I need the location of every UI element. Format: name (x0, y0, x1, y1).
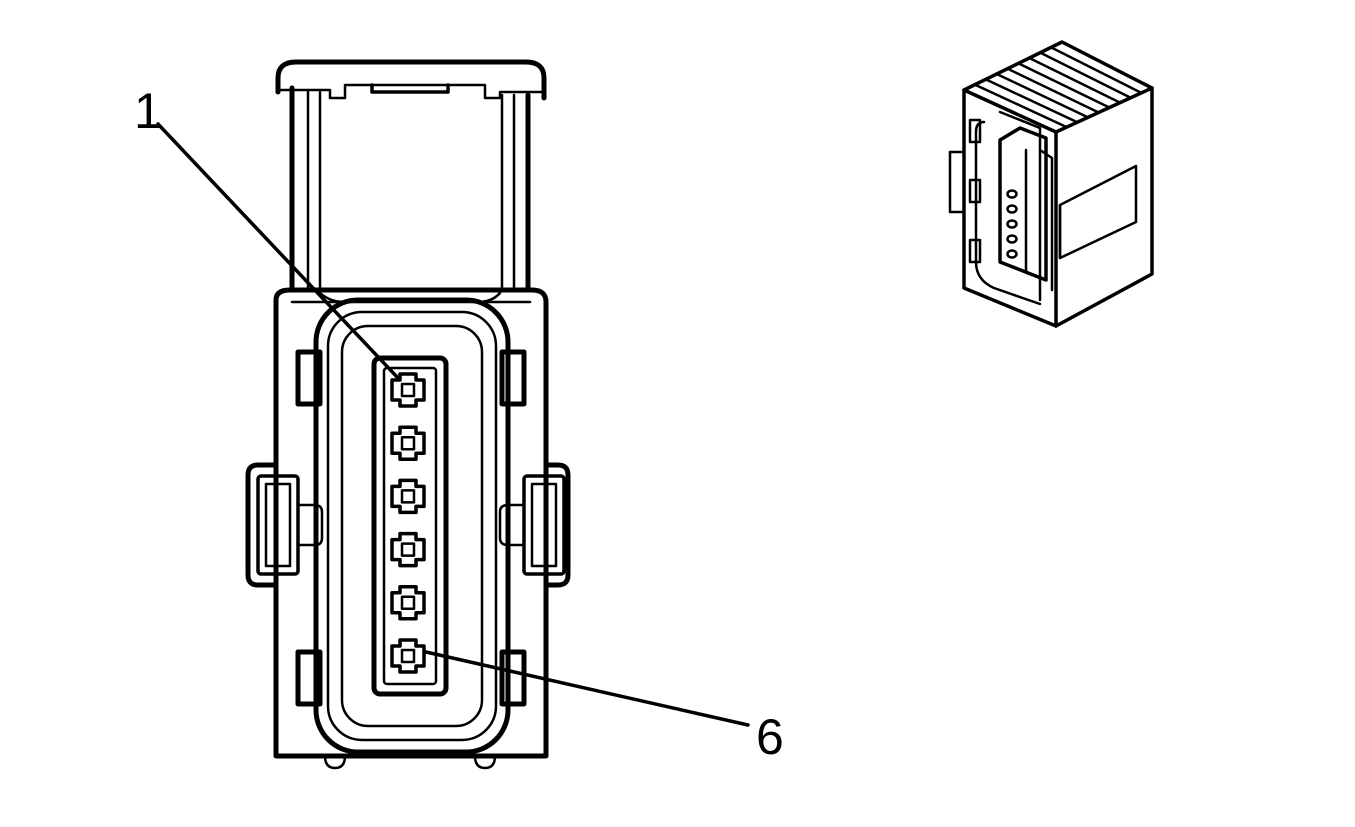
isometric-pin-hole-1 (1006, 189, 1018, 199)
side-slots (295, 349, 527, 707)
terminal-cavity-6 (390, 638, 426, 674)
terminal-cavity-inner-1 (400, 382, 416, 398)
top-rib-8 (1049, 46, 1143, 95)
connector-face-view: 1 6 (134, 59, 784, 770)
terminal-cavity-inner-4 (400, 542, 416, 557)
terminal-cavity-inner-2 (400, 435, 416, 451)
callout-label-pin-1: 1 (134, 83, 162, 139)
isometric-pin-hole-2 (1006, 204, 1018, 214)
terminal-cavity-inner-5 (400, 595, 416, 611)
isometric-pin-hole-3 (1006, 219, 1018, 229)
top-rib-7 (1038, 51, 1132, 100)
top-rib-1 (973, 83, 1068, 129)
terminal-cavity-3 (390, 478, 426, 515)
right-side-latch (498, 462, 571, 588)
isometric-pin-hole-4 (1006, 234, 1018, 244)
terminal-cavity-1 (390, 372, 426, 408)
terminal-cavity-inner-6 (400, 648, 416, 664)
top-rib-3 (995, 72, 1090, 119)
top-ribs (973, 46, 1143, 129)
connector-isometric-view (948, 40, 1154, 328)
leader-line-pin-1 (156, 122, 400, 380)
top-rib-2 (984, 78, 1079, 124)
top-rib-5 (1017, 62, 1111, 109)
leader-line-pin-6 (424, 650, 750, 727)
terminal-cavities (390, 372, 426, 674)
isometric-pin-holes (1006, 189, 1018, 259)
top-rib-6 (1028, 56, 1122, 104)
left-side-latch (245, 462, 324, 588)
terminal-cavity-5 (390, 585, 426, 621)
terminal-cavity-4 (390, 531, 426, 568)
top-rib-4 (1006, 67, 1100, 114)
isometric-pin-hole-5 (1006, 249, 1018, 259)
locking-tab (275, 59, 547, 293)
cavity-surround (313, 297, 511, 755)
terminal-cavity-2 (390, 425, 426, 461)
callout-label-pin-6: 6 (756, 709, 784, 765)
terminal-cavity-inner-3 (400, 489, 416, 504)
